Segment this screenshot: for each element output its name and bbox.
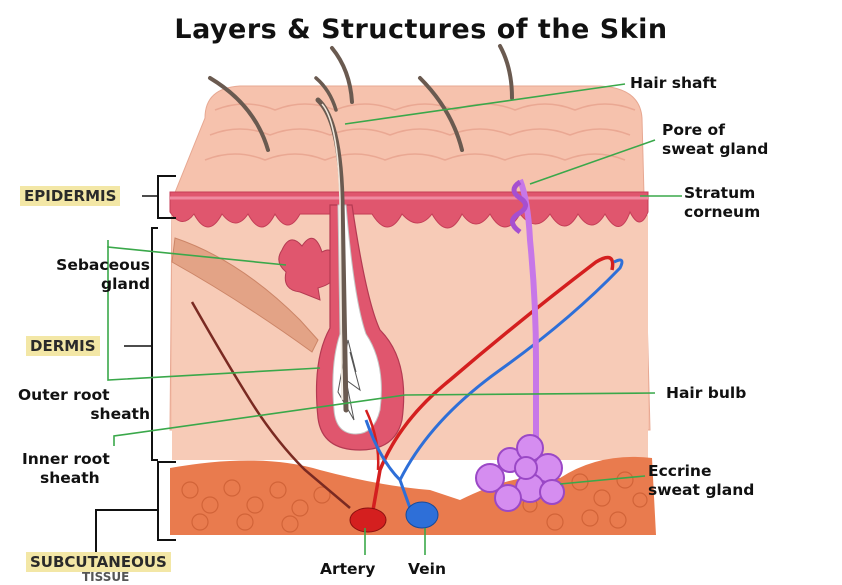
label-vein: Vein (408, 560, 446, 579)
label-sebaceous-line1: Sebaceous (14, 256, 150, 275)
label-stratum-line1: Stratum (684, 184, 755, 203)
vein-blob (406, 502, 438, 528)
dermis-region (172, 215, 648, 460)
label-pore-line2: sweat gland (662, 140, 768, 159)
label-inner-root-line2: sheath (40, 469, 100, 488)
layer-label-epidermis: EPIDERMIS (20, 186, 120, 206)
label-inner-root-line1: Inner root (22, 450, 110, 469)
label-eccrine-line2: sweat gland (648, 481, 754, 500)
layer-label-tissue: TISSUE (78, 570, 133, 584)
label-outer-root-line2: sheath (14, 405, 150, 424)
diagram-title: Layers & Structures of the Skin (0, 14, 842, 45)
layer-label-dermis: DERMIS (26, 336, 100, 356)
label-eccrine-line1: Eccrine (648, 462, 711, 481)
artery-blob (350, 508, 386, 532)
label-outer-root-line1: Outer root (18, 386, 110, 405)
label-pore-line1: Pore of (662, 121, 725, 140)
label-sebaceous-line2: gland (14, 275, 150, 294)
label-hair-shaft: Hair shaft (630, 74, 717, 93)
label-hair-bulb: Hair bulb (666, 384, 746, 403)
label-artery: Artery (320, 560, 375, 579)
label-stratum-line2: corneum (684, 203, 760, 222)
layer-label-subcutaneous: SUBCUTANEOUS (26, 552, 171, 572)
